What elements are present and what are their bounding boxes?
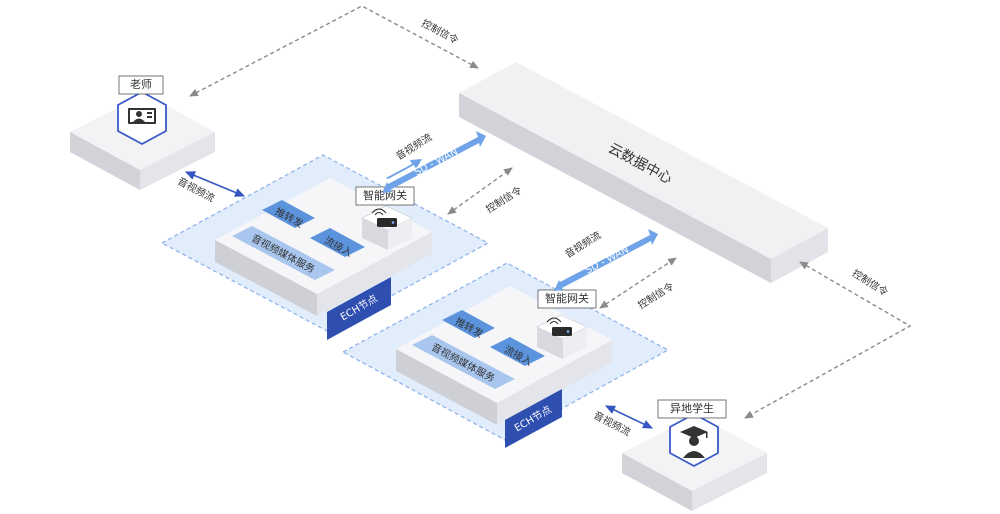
stream-ingest-tile [310, 228, 365, 257]
ech-node-tag-1 [327, 277, 391, 340]
student-node: 异地学生 [622, 399, 767, 511]
av-label-sdwan2: 音视频流 [562, 228, 603, 260]
control-gateway2-cloud [599, 257, 677, 309]
sdwan-link-1: SD - WAN [382, 131, 486, 193]
stream-ingest-tile-2 [490, 337, 545, 366]
student-label: 异地学生 [670, 401, 714, 415]
control-gateway1-cloud [447, 167, 513, 215]
teacher-node: 老师 [70, 75, 215, 190]
smart-gateway-2 [536, 314, 588, 359]
control-teacher-cloud [189, 5, 479, 97]
av-media-service-tile-2 [412, 335, 515, 389]
ech-zone-2: 推转发 流接入 音视频媒体服务 智能网关 ECH节点 [341, 262, 670, 448]
ech-zone-1: 推转发 流接入 音视频媒体服务 智能网关 ECH节点 [160, 154, 490, 340]
router-icon [371, 208, 397, 227]
sdwan-label-2: SD - WAN [584, 244, 631, 276]
av-label-teacher: 音视频流 [176, 174, 217, 204]
teacher-label: 老师 [130, 78, 152, 91]
smart-gateway-label-1: 智能网关 [363, 188, 407, 202]
teacher-icon [128, 108, 156, 124]
control-label-gateway2: 控制信令 [635, 279, 676, 311]
student-icon [680, 426, 708, 458]
push-forward-tile-2 [442, 310, 495, 338]
av-links [184, 171, 654, 429]
av-student-node2 [604, 405, 654, 429]
router-icon-2 [546, 317, 572, 336]
av-media-service-tile [232, 226, 335, 280]
cloud-data-center: 云数据中心 [459, 62, 828, 283]
control-links [189, 5, 912, 419]
control-label-gateway1: 控制信令 [483, 183, 524, 215]
control-student-cloud [744, 261, 912, 419]
av-label-sdwan1: 音视频流 [393, 130, 434, 162]
av-teacher-node1 [184, 171, 246, 197]
push-forward-tile [262, 200, 315, 228]
smart-gateway-1 [361, 205, 413, 250]
control-label-top: 控制信令 [420, 16, 461, 46]
ech-node-tag-2 [505, 389, 562, 448]
smart-gateway-label-2: 智能网关 [545, 291, 589, 305]
av-label-student: 音视频流 [592, 408, 633, 438]
